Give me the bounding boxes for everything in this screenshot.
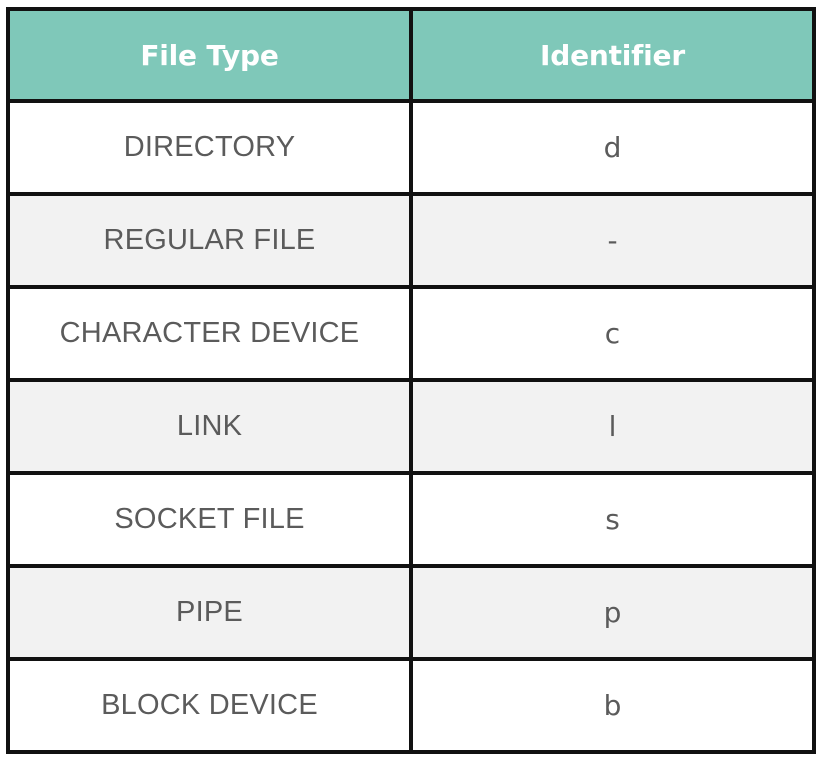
identifier-cell: b <box>409 657 816 754</box>
table-row: SOCKET FILE s <box>6 471 816 568</box>
table-body: DIRECTORY d REGULAR FILE - CHARACTER DEV… <box>6 99 816 754</box>
file-type-cell: REGULAR FILE <box>6 192 413 289</box>
file-type-table-container: File Type Identifier DIRECTORY d REGULAR… <box>6 7 816 754</box>
header-row: File Type Identifier <box>6 7 816 103</box>
header-identifier: Identifier <box>409 7 816 103</box>
file-type-table: File Type Identifier DIRECTORY d REGULAR… <box>6 7 816 754</box>
file-type-cell: SOCKET FILE <box>6 471 413 568</box>
identifier-cell: d <box>409 99 816 196</box>
identifier-cell: l <box>409 378 816 475</box>
file-type-cell: LINK <box>6 378 413 475</box>
table-row: BLOCK DEVICE b <box>6 657 816 754</box>
identifier-cell: s <box>409 471 816 568</box>
table-row: DIRECTORY d <box>6 99 816 196</box>
identifier-cell: - <box>409 192 816 289</box>
table-row: REGULAR FILE - <box>6 192 816 289</box>
table-row: CHARACTER DEVICE c <box>6 285 816 382</box>
file-type-cell: DIRECTORY <box>6 99 413 196</box>
table-row: PIPE p <box>6 564 816 661</box>
identifier-cell: p <box>409 564 816 661</box>
header-file-type: File Type <box>6 7 413 103</box>
table-header: File Type Identifier <box>6 7 816 103</box>
file-type-cell: PIPE <box>6 564 413 661</box>
file-type-cell: CHARACTER DEVICE <box>6 285 413 382</box>
table-row: LINK l <box>6 378 816 475</box>
identifier-cell: c <box>409 285 816 382</box>
file-type-cell: BLOCK DEVICE <box>6 657 413 754</box>
